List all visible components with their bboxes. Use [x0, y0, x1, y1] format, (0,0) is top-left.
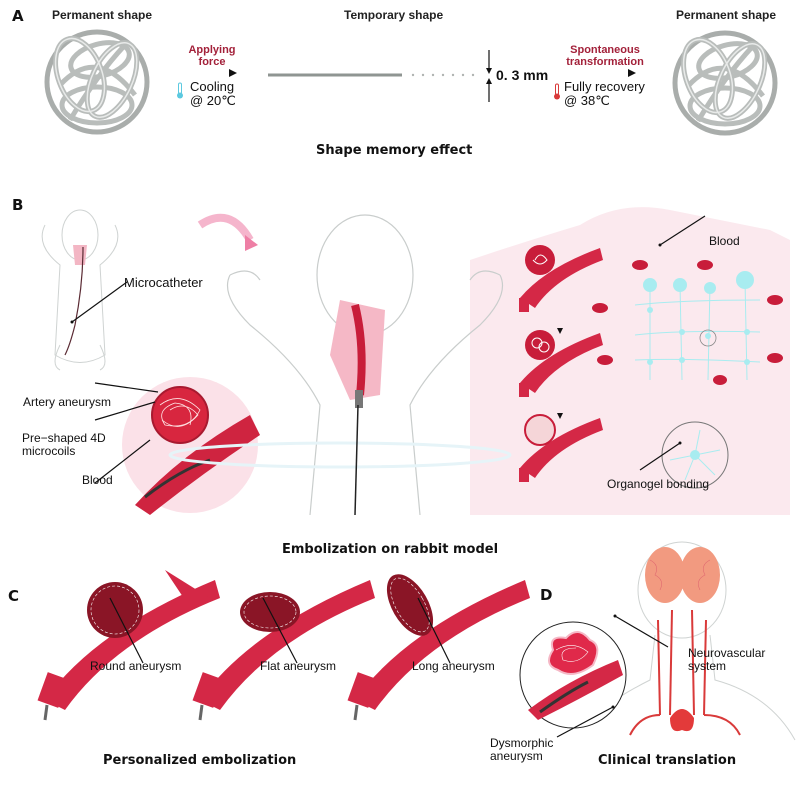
aneurysm-type-label: Round aneurysm — [90, 659, 182, 673]
neurovascular-system-label: Neurovascular system — [688, 647, 765, 673]
permanent-shape-right-header: Permanent shape — [676, 8, 777, 22]
right-pointer-lines — [639, 215, 706, 471]
artery-aneurysm-label: Artery aneurysm — [23, 395, 112, 409]
personalized-embolization-caption: Personalized embolization — [103, 753, 297, 768]
panel-b-letter: B — [12, 196, 24, 214]
blood-right-label: Blood — [709, 234, 740, 248]
arrow-right-icon — [582, 69, 636, 77]
neurovascular-line1: Neurovascular — [688, 646, 766, 660]
flat-aneurysm-vessel — [192, 580, 375, 721]
dysmorphic-line1: Dysmorphic — [490, 736, 554, 750]
temporary-shape-header: Temporary shape — [344, 8, 444, 22]
fully-recovery-line2: @ 38℃ — [564, 93, 610, 108]
dysmorphic-aneurysm-inset — [519, 621, 627, 729]
spontaneous-line2: transformation — [566, 56, 644, 68]
rabbit-overview-illustration — [41, 209, 119, 371]
temporary-straight-wire — [268, 73, 475, 77]
human-neurovascular-illustration — [589, 541, 796, 741]
pre-shaped-microcoils-label: Pre−shaped 4D microcoils — [22, 432, 106, 458]
cooling-line1: Cooling — [190, 79, 235, 94]
shape-memory-effect-caption: Shape memory effect — [316, 143, 473, 158]
permanent-shape-left-header: Permanent shape — [52, 8, 153, 22]
blood-left-label: Blood — [82, 473, 113, 487]
rabbit-surgery-illustration — [168, 213, 512, 516]
fully-recovery-line1: Fully recovery — [564, 79, 645, 94]
thickness-arrows-icon — [486, 50, 492, 102]
applying-force-label: Applying force — [182, 44, 242, 68]
down-arrow-icon — [557, 328, 563, 334]
fully-recovery-label: Fully recovery @ 38℃ — [564, 80, 645, 108]
aneurysm-types-illustration — [37, 570, 530, 721]
spontaneous-line1: Spontaneous — [570, 44, 640, 56]
neurovascular-line2: system — [688, 659, 727, 673]
panel-a-letter: A — [12, 7, 24, 25]
spontaneous-transformation-label: Spontaneous transformation — [560, 44, 650, 68]
round-aneurysm-vessel — [37, 570, 220, 721]
cooling-line2: @ 20℃ — [190, 93, 236, 108]
aneurysm-type-label: Flat aneurysm — [260, 659, 337, 673]
thermometer-cold-icon — [177, 82, 183, 99]
neurovascular-pointer-line — [613, 614, 669, 648]
thermometer-hot-icon — [554, 83, 560, 100]
coil-ball-left — [44, 29, 150, 135]
microcoils-line1: Pre−shaped 4D — [22, 431, 106, 445]
cooling-label: Cooling @ 20℃ — [190, 80, 236, 108]
organogel-bonding-label: Organogel bonding — [607, 477, 710, 491]
magnified-aneurysm-inset — [122, 377, 260, 515]
applying-force-line2: force — [198, 56, 226, 68]
panel-d-letter: D — [540, 586, 553, 604]
thickness-label: 0. 3 mm — [496, 67, 549, 83]
embolization-rabbit-caption: Embolization on rabbit model — [282, 542, 499, 557]
dysmorphic-pointer-line — [556, 705, 615, 738]
organogel-network-illustration — [592, 260, 783, 385]
clinical-translation-caption: Clinical translation — [598, 753, 737, 768]
coil-ball-right — [672, 30, 778, 136]
arrow-right-icon — [183, 69, 237, 77]
microcatheter-label: Microcatheter — [124, 275, 203, 290]
dysmorphic-aneurysm-label: Dysmorphic aneurysm — [490, 737, 553, 763]
down-arrow-icon — [557, 413, 563, 419]
coil-deployment-sequence — [519, 245, 603, 482]
left-pointer-lines — [94, 382, 159, 484]
panel-c-letter: C — [8, 587, 20, 605]
microcatheter-pointer-line — [70, 281, 128, 324]
long-aneurysm-vessel — [347, 574, 530, 721]
microcoils-line2: microcoils — [22, 444, 76, 458]
applying-force-line1: Applying — [188, 44, 236, 56]
dysmorphic-line2: aneurysm — [490, 749, 543, 763]
aneurysm-type-label: Long aneurysm — [412, 659, 495, 673]
